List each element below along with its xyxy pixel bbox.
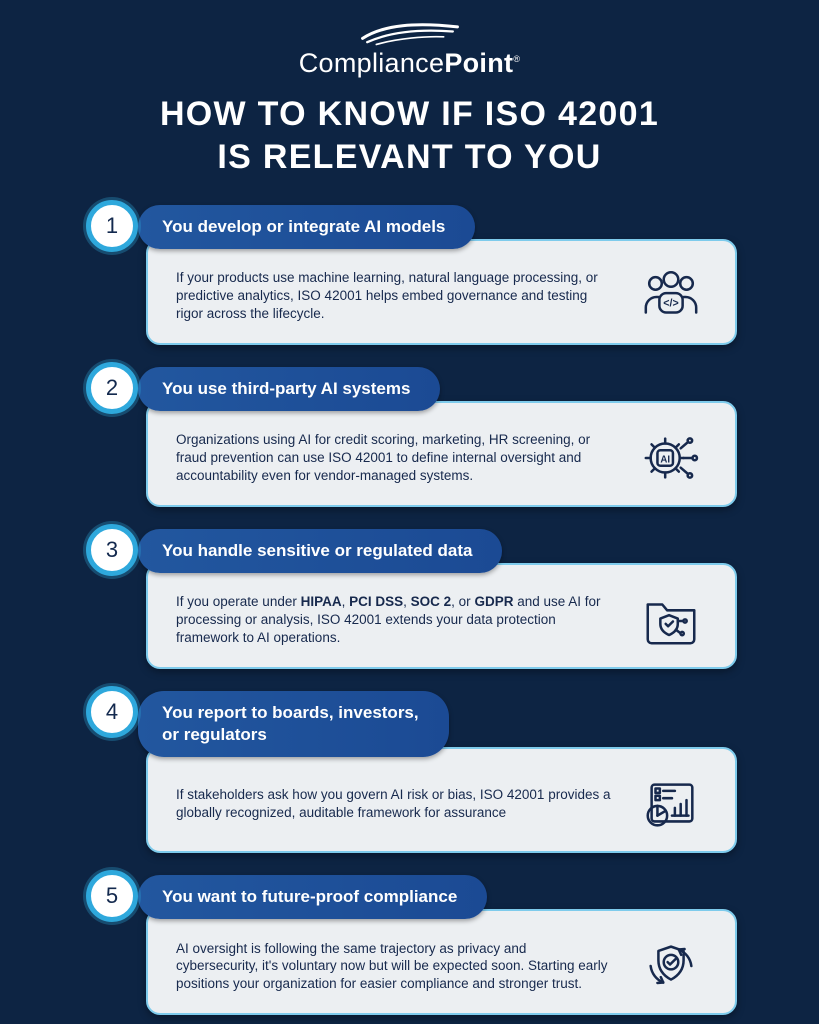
item-4-number: 4 <box>105 698 119 724</box>
item-5-card: AI oversight is following the same traje… <box>146 909 737 1016</box>
item-4: 4 You report to boards, investors, or re… <box>86 685 737 854</box>
item-2-body: Organizations using AI for credit scorin… <box>176 432 591 483</box>
title-line-2: IS RELEVANT TO YOU <box>217 137 602 176</box>
item-list: 1 You develop or integrate AI models If … <box>0 199 819 1016</box>
brand-name: CompliancePoint® <box>299 48 521 79</box>
item-3: 3 You handle sensitive or regulated data… <box>86 523 737 669</box>
item-1-heading-pill: You develop or integrate AI models <box>138 204 476 249</box>
item-2-number: 2 <box>105 374 119 400</box>
brand-part2: Point <box>444 48 514 78</box>
ai-team-code-icon: </> <box>623 265 719 327</box>
item-2-card: Organizations using AI for credit scorin… <box>146 400 737 507</box>
item-4-body: If stakeholders ask how you govern AI ri… <box>176 787 611 821</box>
page-title: HOW TO KNOW IF ISO 42001 IS RELEVANT TO … <box>0 93 819 179</box>
item-5: 5 You want to future-proof compliance AI… <box>86 870 737 1016</box>
item-1-body: If your products use machine learning, n… <box>176 270 598 321</box>
item-5-body: AI oversight is following the same traje… <box>176 940 608 992</box>
item-4-number-badge: 4 <box>86 685 138 738</box>
item-1-number-badge: 1 <box>86 199 138 252</box>
item-4-card: If stakeholders ask how you govern AI ri… <box>146 747 737 854</box>
compliancepoint-waves-icon <box>344 20 476 46</box>
item-2-number-badge: 2 <box>86 361 138 414</box>
item-5-heading-pill: You want to future-proof compliance <box>138 875 488 920</box>
svg-text:AI: AI <box>660 454 670 465</box>
svg-text:</>: </> <box>663 297 678 309</box>
item-2-heading-pill: You use third-party AI systems <box>138 366 441 411</box>
ai-gear-chip-icon: AI <box>623 427 719 489</box>
item-2: 2 You use third-party AI systems Organiz… <box>86 361 737 507</box>
registered-mark: ® <box>513 54 521 64</box>
brand-part1: Compliance <box>298 48 445 78</box>
item-3-number-badge: 3 <box>86 523 138 576</box>
secure-folder-icon <box>623 589 719 651</box>
report-dashboard-icon <box>623 773 719 835</box>
future-proof-shield-icon <box>623 935 719 997</box>
item-5-number: 5 <box>105 883 119 909</box>
item-3-number: 3 <box>105 536 119 562</box>
title-line-1: HOW TO KNOW IF ISO 42001 <box>159 95 660 133</box>
item-1: 1 You develop or integrate AI models If … <box>86 199 737 345</box>
logo: CompliancePoint® <box>0 20 819 79</box>
item-4-heading-pill: You report to boards, investors, or regu… <box>138 690 449 758</box>
item-5-number-badge: 5 <box>86 870 138 923</box>
item-3-heading-pill: You handle sensitive or regulated data <box>138 528 503 573</box>
item-1-number: 1 <box>105 212 119 238</box>
item-3-body: If you operate under HIPAA, PCI DSS, SOC… <box>176 594 601 645</box>
item-1-card: If your products use machine learning, n… <box>146 238 737 345</box>
item-3-card: If you operate under HIPAA, PCI DSS, SOC… <box>146 562 737 669</box>
